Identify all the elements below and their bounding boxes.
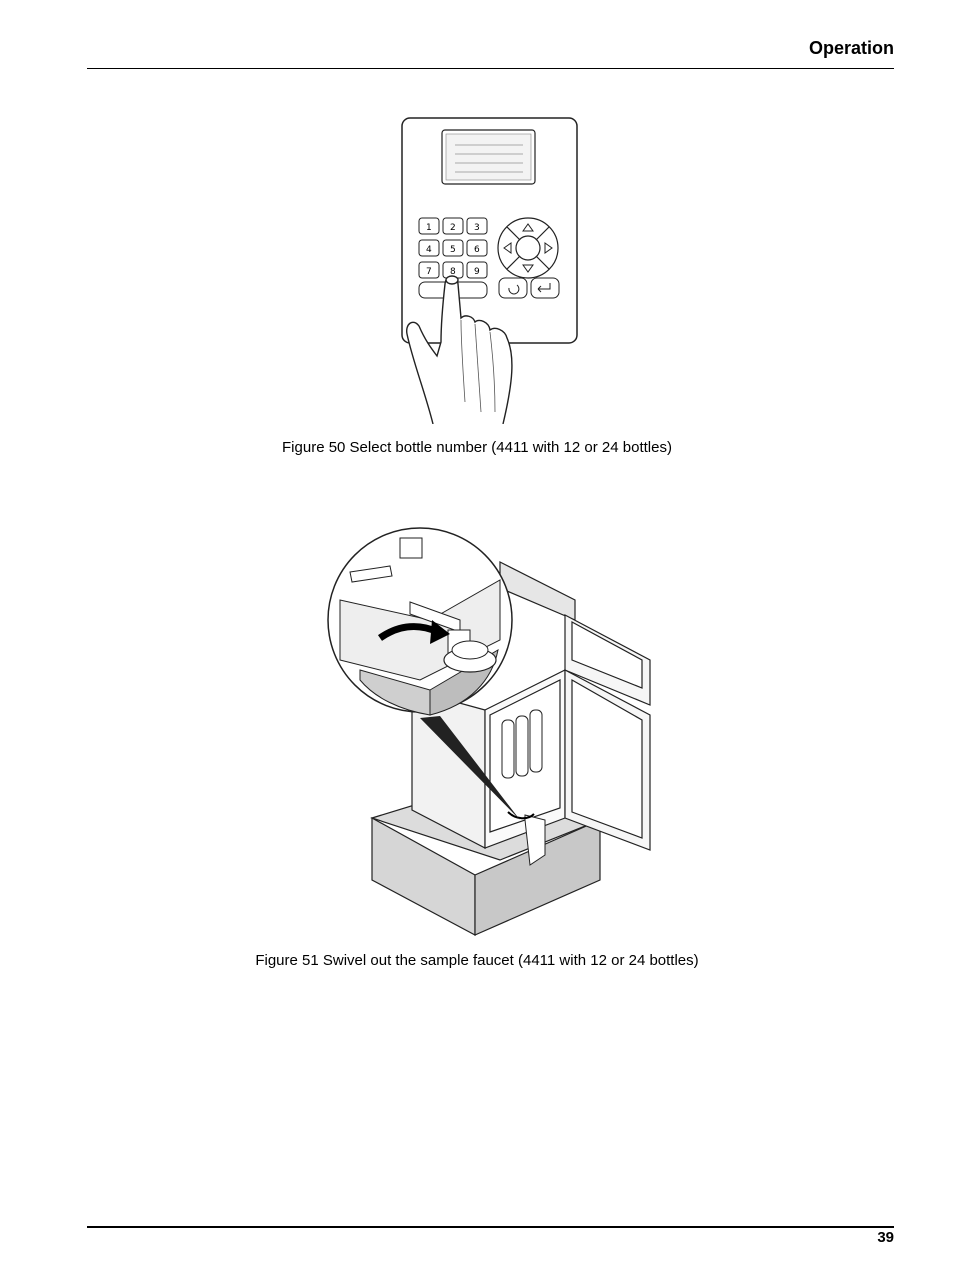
key-7: 7 [426, 267, 432, 277]
key-4: 4 [426, 245, 432, 255]
enter-icon [537, 283, 551, 293]
arrow-down-icon [522, 264, 534, 273]
key-8: 8 [450, 267, 456, 277]
key-1: 1 [426, 223, 432, 233]
figure-51-caption: Figure 51 Swivel out the sample faucet (… [255, 952, 699, 969]
header-divider [87, 68, 894, 69]
page-number: 39 [877, 1229, 894, 1246]
cabinet-door [564, 614, 651, 851]
key-9: 9 [474, 267, 480, 277]
key-5: 5 [450, 245, 456, 255]
figure-50-caption: Figure 50 Select bottle number (4411 wit… [282, 439, 672, 456]
back-icon [508, 284, 520, 295]
arrow-left-icon [503, 242, 512, 254]
arrow-pad [497, 217, 559, 279]
arrow-up-icon [522, 223, 534, 232]
magnifier-wedge [420, 716, 520, 820]
figure-51-sampler-illustration [327, 527, 651, 937]
key-2: 2 [450, 223, 456, 233]
magnified-detail [327, 527, 513, 716]
section-title: Operation [808, 38, 894, 58]
key-6: 6 [474, 245, 480, 255]
key-3: 3 [474, 223, 480, 233]
hand-illustration [405, 275, 513, 424]
footer-divider [87, 1226, 894, 1228]
figure-50-keypad-illustration: 1 2 3 4 5 6 7 8 9 [401, 117, 578, 424]
arrow-right-icon [544, 242, 553, 254]
